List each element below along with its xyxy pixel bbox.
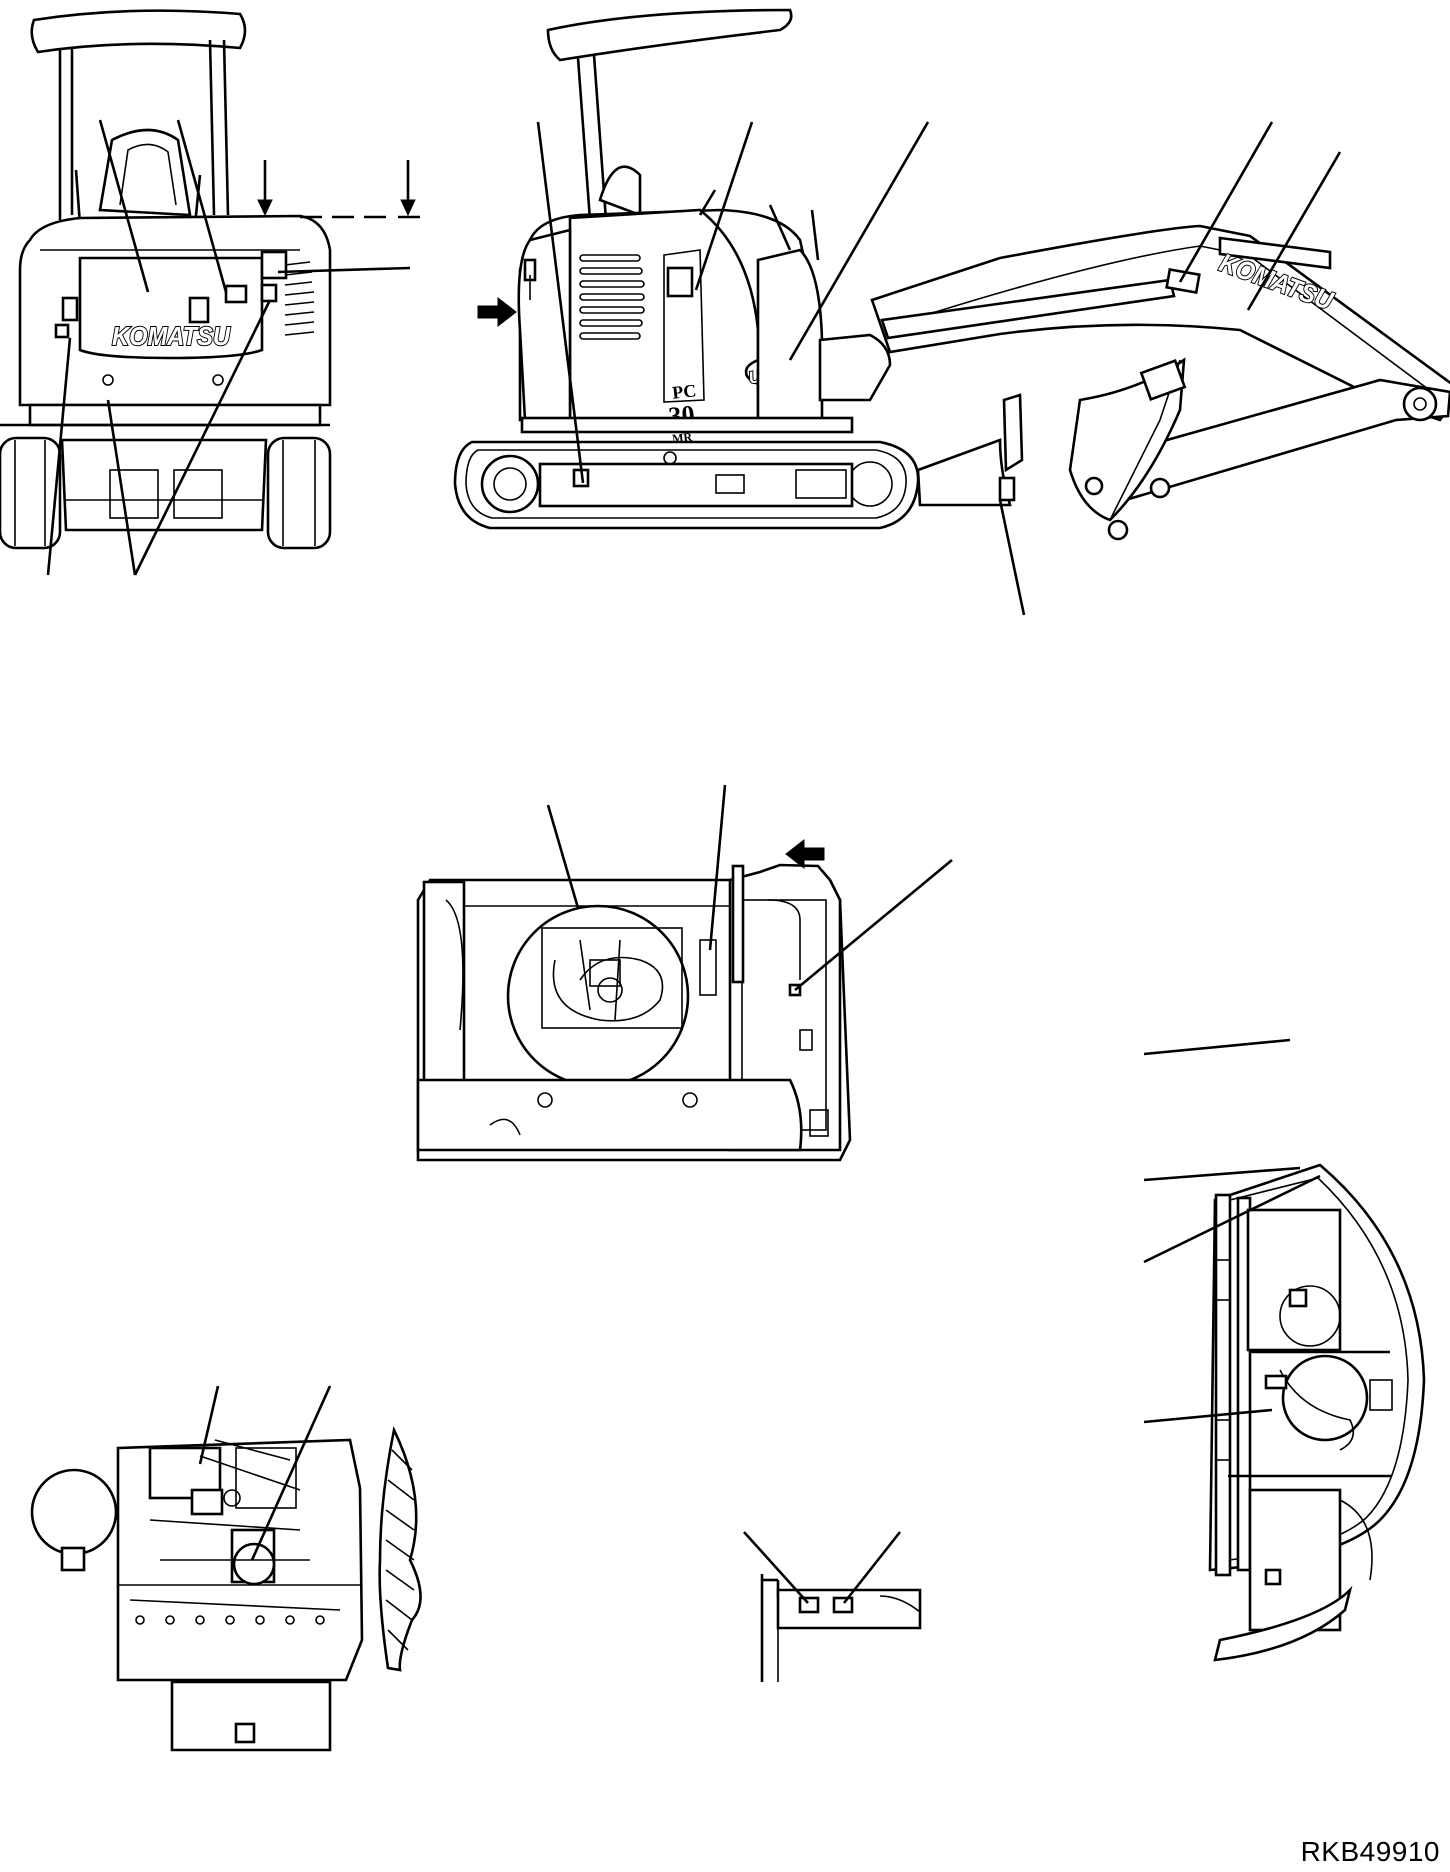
small-detail-view (743, 1531, 922, 1682)
engine-compartment-view (416, 784, 953, 1162)
drawing-reference-code: RKB49910 (1300, 1836, 1440, 1867)
side-compartment-view (1143, 1038, 1426, 1662)
side-view: PC 30 MR Utility (453, 8, 1450, 616)
model-badge-pc: PC (671, 380, 697, 402)
engine-view (30, 1385, 422, 1752)
rear-komatsu-logo: KOMATSU (112, 321, 231, 351)
rear-view: KOMATSU (0, 9, 420, 576)
